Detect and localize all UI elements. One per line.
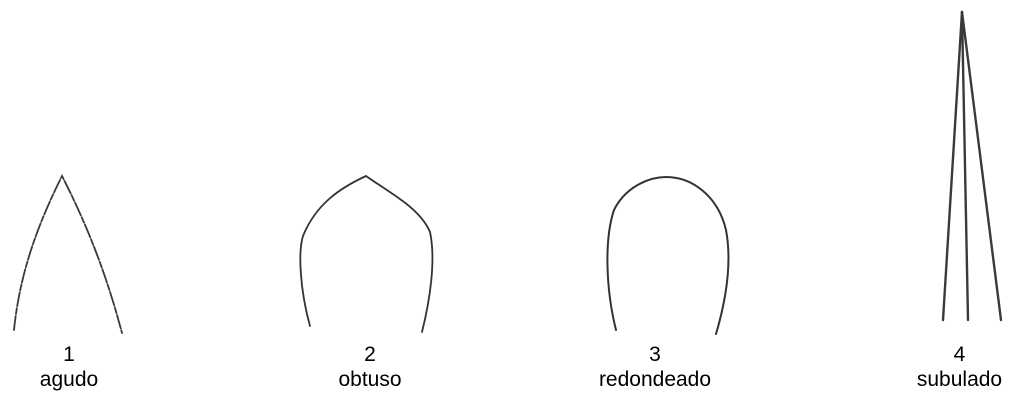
shape-number: 1	[14, 342, 124, 367]
acute-apex-outline	[14, 176, 122, 333]
caption-subulado: 4 subulado	[895, 342, 1024, 392]
caption-agudo: 1 agudo	[14, 342, 124, 392]
shape-number: 4	[895, 342, 1024, 367]
shape-name: redondeado	[585, 367, 725, 392]
shape-name: subulado	[895, 367, 1024, 392]
rounded-apex-outline	[607, 177, 728, 334]
shape-number: 3	[585, 342, 725, 367]
caption-obtuso: 2 obtuso	[310, 342, 430, 392]
shape-name: agudo	[14, 367, 124, 392]
obtuse-apex-outline	[300, 176, 432, 332]
caption-redondeado: 3 redondeado	[585, 342, 725, 392]
subulate-apex-outline	[943, 12, 1001, 320]
shape-number: 2	[310, 342, 430, 367]
shape-name: obtuso	[310, 367, 430, 392]
